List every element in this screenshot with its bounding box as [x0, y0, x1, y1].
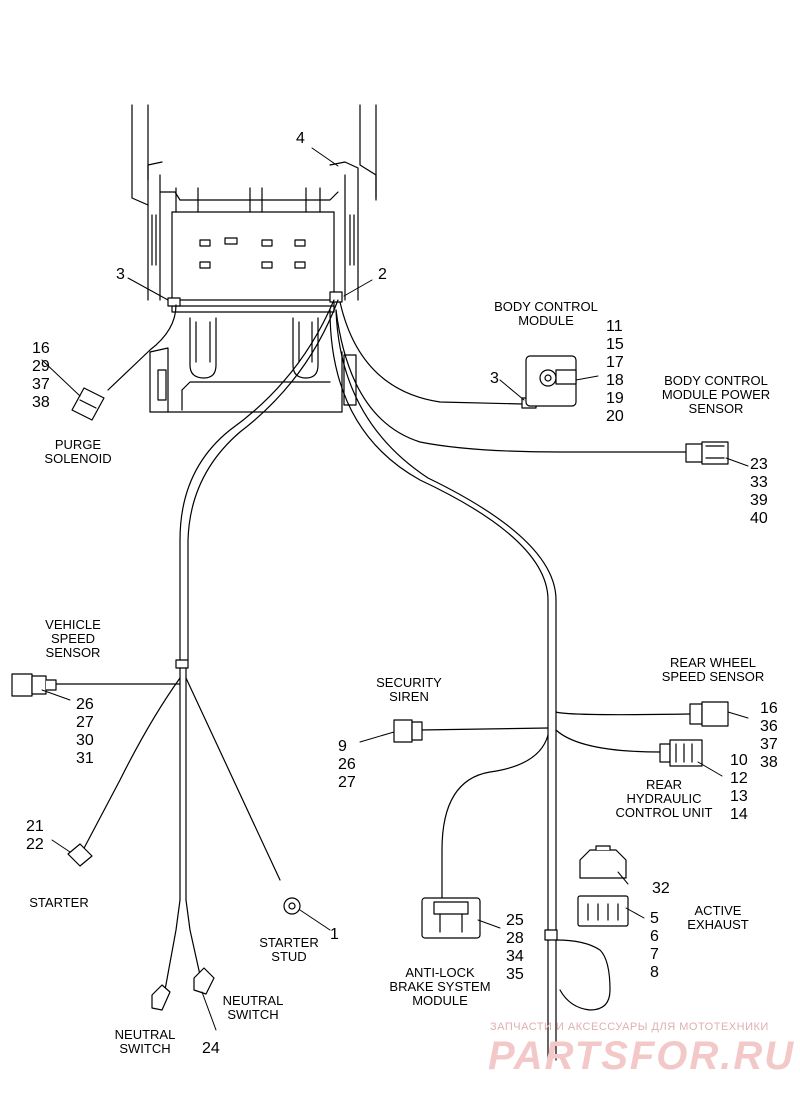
- callout-clip-right: 2: [378, 266, 387, 283]
- harness-bcm: [339, 301, 523, 405]
- connector-exhaust: [577, 895, 629, 927]
- label-bcm-power-sensor: BODY CONTROL MODULE POWER SENSOR: [661, 373, 771, 416]
- connector-neutral-b: [193, 967, 215, 995]
- frame-rail-right: [329, 104, 377, 301]
- callout-neutral-switch: 24: [202, 1040, 220, 1057]
- callout-bcm-clip: 3: [490, 370, 499, 387]
- label-starter: STARTER: [29, 895, 89, 910]
- connector-rear-wheel: [689, 701, 729, 727]
- callout-starter-stud: 1: [330, 926, 339, 943]
- connector-exhaust-cap: [579, 845, 627, 879]
- frame-rail-left: [131, 104, 163, 301]
- harness-bcm-power: [335, 309, 687, 453]
- label-body-control-module: BODY CONTROL MODULE: [494, 299, 598, 328]
- callout-clip-left: 3: [116, 266, 125, 283]
- label-security-siren: SECURITY SIREN: [376, 675, 442, 704]
- connector-rear-hcu: [659, 739, 703, 767]
- connector-abs: [421, 897, 481, 939]
- harness-main-trunk: [107, 299, 339, 901]
- harness-clips: [167, 291, 558, 941]
- label-vehicle-speed-sensor: VEHICLE SPEED SENSOR: [45, 617, 101, 660]
- starter-stud-ring: [283, 897, 301, 915]
- callout-frame: 4: [296, 130, 305, 147]
- label-neutral-switch-b: NEUTRAL SWITCH: [222, 993, 284, 1022]
- harness-branches: [55, 677, 691, 1011]
- connector-bcm: [525, 355, 577, 407]
- label-starter-stud: STARTER STUD: [259, 935, 319, 964]
- connector-bcm-power: [685, 441, 729, 465]
- connector-siren: [393, 719, 423, 743]
- connector-neutral-a: [151, 984, 171, 1011]
- frame-plate: [149, 187, 357, 413]
- label-active-exhaust: ACTIVE EXHAUST: [687, 903, 749, 932]
- connector-vss: [11, 673, 57, 697]
- label-rear-wheel-speed-sensor: REAR WHEEL SPEED SENSOR: [661, 655, 765, 684]
- harness-rear: [329, 309, 557, 1061]
- leader-lines: [41, 147, 749, 1031]
- label-purge-solenoid: PURGE SOLENOID: [44, 437, 112, 466]
- callout-exhaust-cap: 32: [652, 880, 670, 897]
- label-rear-hydraulic-control-unit: REAR HYDRAULIC CONTROL UNIT: [615, 777, 713, 820]
- watermark-tagline: ЗАПЧАСТИ И АКСЕССУАРЫ ДЛЯ МОТОТЕХНИКИ: [490, 1021, 769, 1033]
- label-anti-lock-brake-module: ANTI-LOCK BRAKE SYSTEM MODULE: [389, 965, 491, 1008]
- connector-starter: [67, 843, 93, 867]
- label-neutral-switch-a: NEUTRAL SWITCH: [114, 1027, 176, 1056]
- watermark-logo: PARTSFOR.RU: [488, 1034, 796, 1078]
